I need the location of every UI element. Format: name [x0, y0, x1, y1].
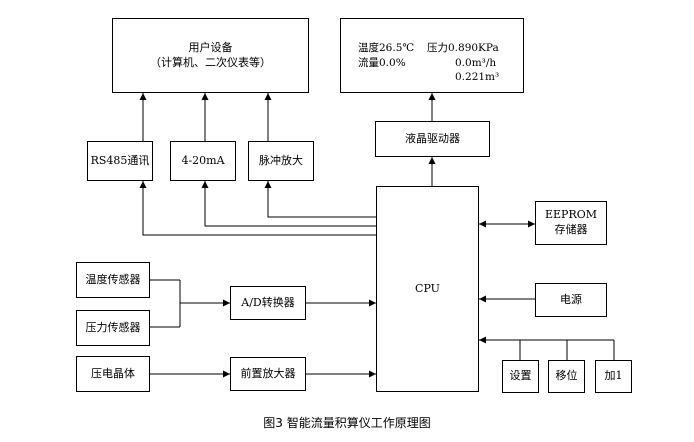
- piezo-box: 压电晶体: [76, 356, 150, 392]
- display-flow-rate: 0.0m³/h: [455, 57, 497, 69]
- preamp-box: 前置放大器: [230, 357, 306, 391]
- cpu-box: CPU: [376, 186, 479, 392]
- line-cpu-to-rs485: [139, 181, 376, 236]
- pressure-sensor-box: 压力传感器: [76, 310, 150, 346]
- eeprom-storage-label: 存储器: [554, 223, 588, 236]
- rs485-box: RS485通讯: [87, 141, 153, 181]
- user-device-title: 用户设备: [188, 40, 233, 54]
- eeprom-label: EEPROM: [544, 208, 598, 222]
- figure-caption: 图3 智能流量积算仪工作原理图: [263, 416, 431, 430]
- eeprom-box: EEPROM 存储器: [535, 201, 607, 245]
- temp-sensor-box: 温度传感器: [76, 262, 150, 298]
- shift-button-box: 移位: [548, 360, 585, 393]
- pulse-amp-box: 脉冲放大: [248, 141, 314, 181]
- adc-box: A/D转换器: [230, 286, 306, 320]
- line-cpu-to-4-20ma: [201, 181, 376, 227]
- display-pressure: 压力0.890KPa: [427, 42, 499, 54]
- current-loop-box: 4-20mA: [170, 141, 236, 181]
- display-flow: 流量0.0%: [358, 57, 406, 69]
- lcd-driver-box: 液晶驱动器: [375, 121, 490, 157]
- plus-one-button-box: 加1: [595, 360, 632, 393]
- display-temperature: 温度26.5℃: [358, 42, 415, 54]
- power-box: 电源: [535, 283, 607, 317]
- set-button-box: 设置: [502, 360, 539, 393]
- lcd-display-box: 温度26.5℃ 压力0.890KPa 流量0.0% 0.0m³/h 0.221m…: [340, 18, 524, 93]
- user-device-subtitle: （计算机、二次仪表等）: [150, 55, 271, 69]
- line-cpu-to-pulse: [264, 181, 376, 218]
- display-total: 0.221m³: [455, 71, 500, 83]
- user-device-box: 用户设备 （计算机、二次仪表等）: [112, 18, 309, 93]
